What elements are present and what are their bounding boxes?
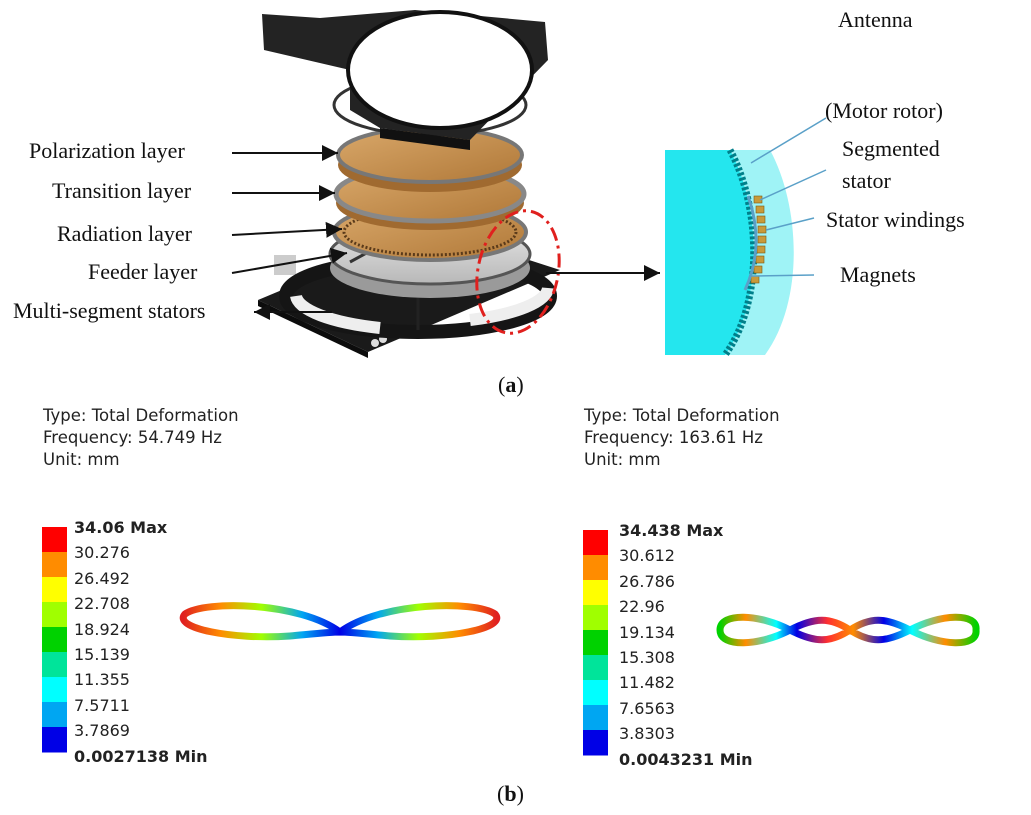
legend-color-band [583, 680, 608, 706]
zoom-highlight-ellipse [475, 209, 561, 335]
legend-color-band [583, 730, 608, 756]
plot1-info: Type: Total Deformation Frequency: 54.74… [43, 405, 239, 471]
legend2-value: 11.482 [619, 673, 675, 693]
legend1-value: 0.0027138 Min [74, 746, 208, 766]
caption-a: (a) [498, 372, 524, 397]
legend1-value: 11.355 [74, 670, 130, 690]
label-radiation-layer: Radiation layer [57, 221, 193, 246]
legend-color-band [42, 527, 67, 553]
legend2-value: 0.0043231 Min [619, 749, 753, 769]
polarization-layer-disk [336, 126, 524, 192]
legend-color-band [583, 580, 608, 606]
legend1-value: 30.276 [74, 543, 130, 563]
legend-color-band [42, 552, 67, 578]
legend1-value: 3.7869 [74, 721, 130, 741]
label-stator-windings: Stator windings [826, 207, 965, 232]
legend-color-band [42, 727, 67, 753]
plot1-type: Type: Total Deformation [43, 406, 239, 425]
plot1-unit: Unit: mm [43, 450, 120, 469]
label-segmented: Segmented [842, 136, 940, 161]
left-label-arrows [231, 145, 348, 320]
legend1-value: 26.492 [74, 568, 130, 588]
label-motor-rotor: (Motor rotor) [825, 98, 943, 123]
legend-color-band [583, 630, 608, 656]
legend1-value: 34.06 Max [74, 518, 168, 537]
label-transition-layer: Transition layer [52, 178, 192, 203]
caption-b: (b) [497, 781, 524, 806]
mode1-shape [179, 602, 501, 641]
legend-color-band [42, 577, 67, 603]
legend1-swatch-svg [42, 527, 67, 753]
legend2-swatch [583, 530, 609, 761]
legend1-value: 7.5711 [74, 695, 130, 715]
legend2-value: 22.96 [619, 597, 665, 617]
legend-color-band [583, 705, 608, 731]
legend-color-band [42, 677, 67, 703]
plot2-info: Type: Total Deformation Frequency: 163.6… [584, 405, 780, 471]
arrow-feeder [231, 247, 348, 274]
connector-icon [274, 255, 296, 275]
label-feeder-layer: Feeder layer [88, 259, 198, 284]
top-frame [262, 10, 548, 150]
rotor-stator-zoom [665, 117, 827, 358]
legend-color-band [583, 655, 608, 681]
legend2-value: 15.308 [619, 648, 675, 668]
legend-color-band [583, 530, 608, 556]
legend2-swatch-svg [583, 530, 608, 756]
label-antenna: Antenna [838, 7, 913, 32]
plot2-legend-values: 34.438 Max 30.612 26.786 22.96 19.134 15… [619, 518, 753, 772]
legend1-value: 22.708 [74, 594, 130, 614]
label-magnets: Magnets [840, 262, 916, 287]
exploded-antenna-figure [231, 10, 827, 358]
legend2-value: 26.786 [619, 571, 675, 591]
arrow-radiation [231, 221, 343, 238]
legend1-value: 18.924 [74, 619, 130, 639]
legend-color-band [583, 555, 608, 581]
legend1-value: 15.139 [74, 645, 130, 665]
legend-color-band [42, 652, 67, 678]
legend2-value: 19.134 [619, 622, 675, 642]
plot2-type: Type: Total Deformation [584, 406, 780, 425]
legend-color-band [42, 602, 67, 628]
mode2-shape [716, 613, 980, 647]
plot1-frequency: Frequency: 54.749 Hz [43, 428, 222, 447]
legend-color-band [583, 605, 608, 631]
legend-color-band [42, 702, 67, 728]
legend2-value: 34.438 Max [619, 521, 724, 540]
label-multi-segment-stators: Multi-segment stators [13, 298, 206, 323]
plot1-legend-values: 34.06 Max 30.276 26.492 22.708 18.924 15… [74, 515, 208, 769]
label-polarization-layer: Polarization layer [29, 138, 185, 163]
plot2-unit: Unit: mm [584, 450, 661, 469]
legend1-swatch [42, 527, 68, 758]
legend2-value: 30.612 [619, 546, 675, 566]
legend2-value: 7.6563 [619, 698, 675, 718]
plot2-frequency: Frequency: 163.61 Hz [584, 428, 763, 447]
legend2-value: 3.8303 [619, 724, 675, 744]
legend-color-band [42, 627, 67, 653]
label-stator: stator [842, 168, 891, 193]
